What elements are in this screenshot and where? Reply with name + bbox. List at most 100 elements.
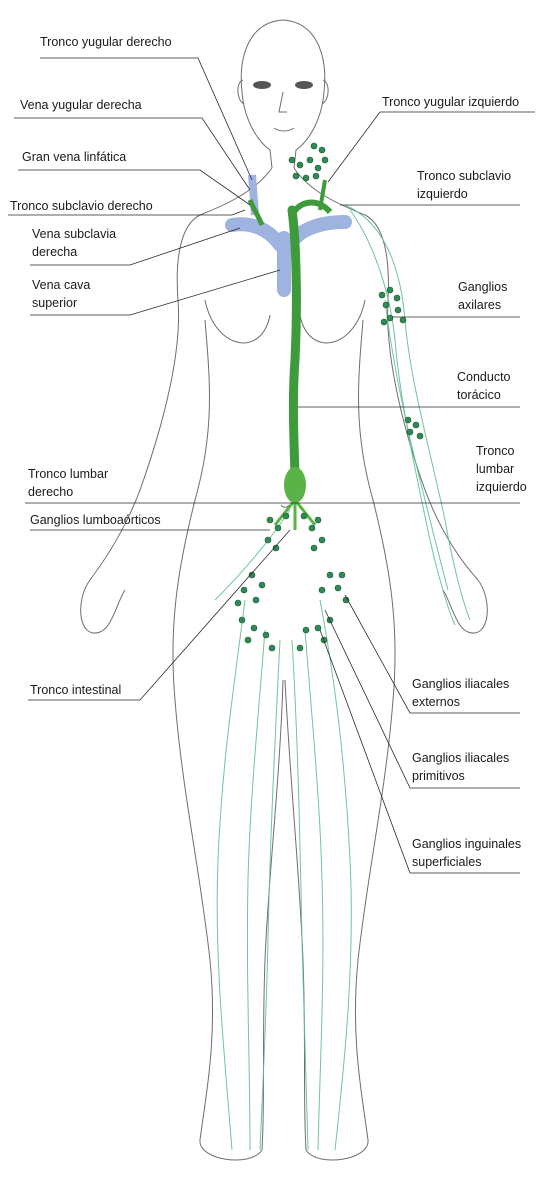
axillary-nodes-node — [381, 319, 387, 325]
cervical-nodes-node — [297, 162, 303, 168]
label-ganglios-iliacales-externos-1: Ganglios iliacales — [412, 677, 509, 691]
axillary-nodes-node — [395, 307, 401, 313]
label-tronco-lumbar-izquierdo-1: Tronco — [476, 444, 514, 458]
label-tronco-subclavio-izquierdo-2: izquierdo — [417, 187, 468, 201]
left-leg-vessel-2 — [305, 630, 323, 1150]
elbow-nodes-node — [405, 417, 411, 423]
left-leg-vessel-1 — [320, 600, 351, 1150]
nose — [279, 92, 287, 112]
lumbar-branches — [275, 500, 315, 530]
iliac-nodes-node — [253, 597, 259, 603]
label-conducto-toracico-1: Conducto — [457, 370, 511, 384]
label-vena-cava-superior-2: superior — [32, 296, 77, 310]
label-ganglios-lumboaorticos: Ganglios lumboaórticos — [30, 513, 161, 527]
lumboaortic-nodes-node — [283, 513, 289, 519]
label-tronco-subclavio-derecho: Tronco subclavio derecho — [10, 199, 153, 213]
cervical-nodes-node — [315, 165, 321, 171]
label-vena-yugular-derecha: Vena yugular derecha — [20, 98, 142, 112]
cervical-nodes-node — [307, 157, 313, 163]
lumboaortic-nodes-node — [265, 537, 271, 543]
iliac-nodes-node — [335, 585, 341, 591]
left-eye — [295, 81, 313, 89]
cervical-nodes-node — [311, 143, 317, 149]
thoracic-duct-arch — [292, 203, 330, 215]
label-ganglios-axilares-2: axilares — [458, 298, 501, 312]
axillary-nodes-node — [394, 295, 400, 301]
label-ganglios-inguinales-1: Ganglios inguinales — [412, 837, 521, 851]
label-tronco-intestinal: Tronco intestinal — [30, 683, 121, 697]
label-ganglios-iliacales-primitivos-1: Ganglios iliacales — [412, 751, 509, 765]
mouth — [274, 128, 294, 131]
labels: Tronco yugular derecho Vena yugular dere… — [10, 35, 527, 869]
lumboaortic-nodes-node — [315, 517, 321, 523]
label-tronco-yugular-izquierdo: Tronco yugular izquierdo — [382, 95, 519, 109]
axillary-nodes-node — [387, 315, 393, 321]
elbow-nodes-node — [413, 422, 419, 428]
right-side-leg — [173, 320, 283, 1160]
label-tronco-lumbar-izquierdo-3: izquierdo — [476, 480, 527, 494]
inguinal-nodes-node — [239, 617, 245, 623]
lumboaortic-nodes-node — [311, 545, 317, 551]
iliac-nodes-node — [319, 587, 325, 593]
label-ganglios-iliacales-primitivos-2: primitivos — [412, 769, 465, 783]
label-vena-cava-superior-1: Vena cava — [32, 278, 90, 292]
axillary-nodes-node — [387, 287, 393, 293]
right-leg-vessel-1 — [217, 600, 245, 1150]
right-eye — [253, 81, 271, 89]
left-arm-vessel-3 — [385, 300, 448, 590]
inguinal-nodes-node — [263, 632, 269, 638]
elbow-nodes-node — [407, 429, 413, 435]
left-leg-vessel-3 — [292, 640, 308, 1150]
left-breast — [300, 300, 365, 343]
left-arm-vessel-1 — [345, 205, 470, 620]
inguinal-nodes-node — [251, 625, 257, 631]
cervical-nodes-node — [289, 157, 295, 163]
cervical-nodes-node — [313, 173, 319, 179]
lumboaortic-nodes-node — [301, 513, 307, 519]
iliac-nodes-node — [235, 600, 241, 606]
right-leg-vessel-2 — [247, 630, 265, 1150]
cisterna-chyli — [284, 467, 306, 503]
label-tronco-lumbar-izquierdo-2: lumbar — [476, 462, 514, 476]
label-tronco-yugular-derecho: Tronco yugular derecho — [40, 35, 172, 49]
label-ganglios-iliacales-externos-2: externos — [412, 695, 460, 709]
lumboaortic-nodes-node — [319, 537, 325, 543]
elbow-nodes-node — [417, 433, 423, 439]
iliac-nodes-node — [339, 572, 345, 578]
label-tronco-subclavio-izquierdo-1: Tronco subclavio — [417, 169, 511, 183]
label-gran-vena-linfatica: Gran vena linfática — [22, 150, 126, 164]
lumboaortic-nodes-node — [267, 517, 273, 523]
cervical-nodes-node — [293, 173, 299, 179]
right-leg-vessel-3 — [260, 640, 280, 1150]
label-tronco-lumbar-derecho-1: Tronco lumbar — [28, 467, 108, 481]
iliac-nodes-node — [327, 572, 333, 578]
label-ganglios-inguinales-2: superficiales — [412, 855, 481, 869]
left-side-leg — [285, 320, 395, 1160]
thoracic-duct — [292, 210, 296, 475]
inguinal-nodes-node — [245, 637, 251, 643]
abdominal-vessel — [215, 510, 290, 600]
axillary-nodes-node — [383, 302, 389, 308]
iliac-nodes-node — [241, 587, 247, 593]
cervical-nodes-node — [322, 157, 328, 163]
label-vena-subclavia-derecha-2: derecha — [32, 245, 77, 259]
veins — [232, 175, 345, 290]
axillary-nodes-node — [379, 292, 385, 298]
cervical-nodes-node — [303, 175, 309, 181]
label-vena-subclavia-derecha-1: Vena subclavia — [32, 227, 116, 241]
lumboaortic-nodes-node — [275, 525, 281, 531]
inguinal-nodes-node — [269, 645, 275, 651]
label-tronco-lumbar-derecho-2: derecho — [28, 485, 73, 499]
cervical-nodes-node — [319, 147, 325, 153]
lumboaortic-nodes-node — [309, 525, 315, 531]
right-breast — [205, 300, 270, 343]
leader-tronco-intestinal — [28, 530, 290, 700]
label-conducto-toracico-2: torácico — [457, 388, 501, 402]
right-subclavian-vein — [232, 224, 280, 245]
inguinal-nodes-node — [303, 627, 309, 633]
axillary-nodes-node — [400, 317, 406, 323]
label-ganglios-axilares-1: Ganglios — [458, 280, 507, 294]
inguinal-nodes-node — [297, 645, 303, 651]
iliac-nodes-node — [259, 582, 265, 588]
